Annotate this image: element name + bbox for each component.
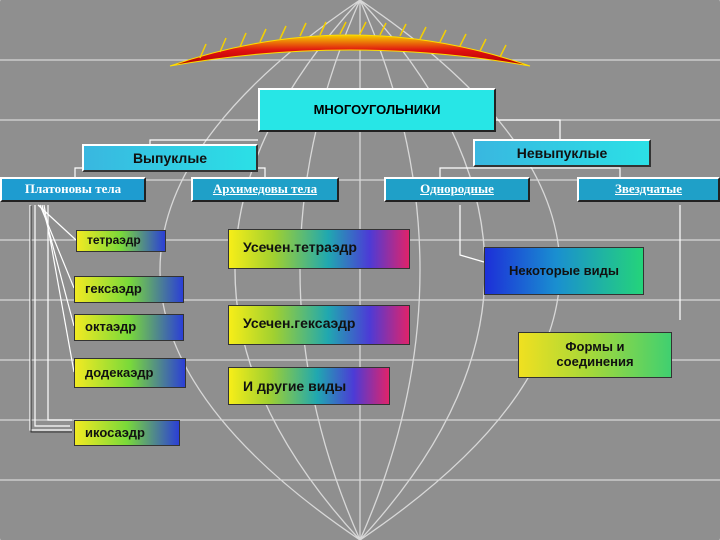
archimedean-item-truncated-tetrahedron: Усечен.тетраэдр xyxy=(228,229,410,269)
archimedean-item-other: И другие виды xyxy=(228,367,390,405)
uniform-label: Однородные xyxy=(420,181,494,197)
archimedean-label: Архимедовы тела xyxy=(212,181,318,197)
stellated-item-forms: Формы и соединения xyxy=(518,332,672,378)
platonic-item-icosahedron: икосаэдр xyxy=(74,420,180,446)
uniform-item-some-kinds: Некоторые виды xyxy=(484,247,644,295)
stellated-label: Звездчатые xyxy=(614,181,683,197)
convex-node: Выпуклые xyxy=(82,144,258,172)
root-node: МНОГОУГОЛЬНИКИ xyxy=(258,88,496,132)
root-label: МНОГОУГОЛЬНИКИ xyxy=(313,101,441,117)
platonic-item-hexahedron: гексаэдр xyxy=(74,276,184,303)
nonconvex-label: Невыпуклые xyxy=(516,144,608,161)
stellated-node: Звездчатые xyxy=(577,177,720,202)
archimedean-item-truncated-hexahedron: Усечен.гексаэдр xyxy=(228,305,410,345)
platonic-item-octahedron: октаэдр xyxy=(74,314,184,341)
platonic-item-dodecahedron: додекаэдр xyxy=(74,358,186,388)
wordart-title xyxy=(169,21,531,67)
platonic-item-tetrahedron: тетраэдр xyxy=(76,230,166,252)
uniform-node: Однородные xyxy=(384,177,530,202)
platonic-label: Платоновы тела xyxy=(24,181,122,197)
archimedean-node: Архимедовы тела xyxy=(191,177,339,202)
convex-label: Выпуклые xyxy=(132,149,208,166)
platonic-node: Платоновы тела xyxy=(0,177,146,202)
nonconvex-node: Невыпуклые xyxy=(473,139,651,167)
